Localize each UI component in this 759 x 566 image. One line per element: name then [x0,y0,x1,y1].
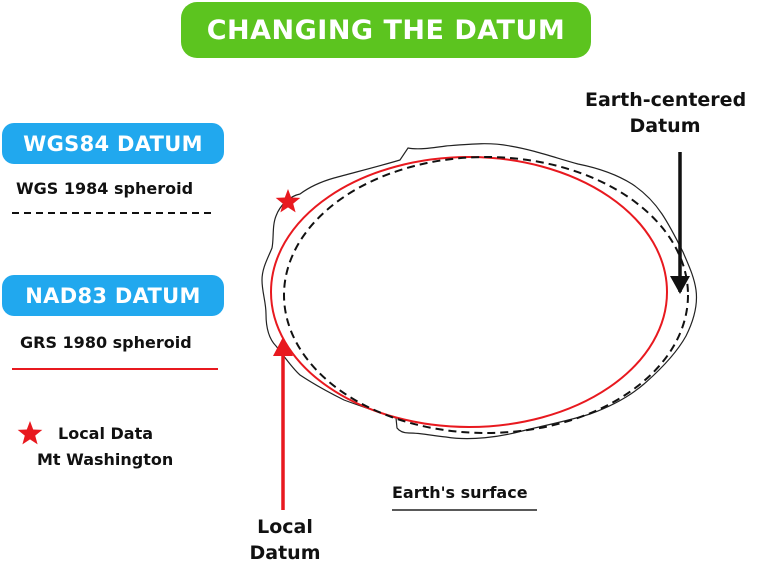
wgs84-spheroid-label: WGS 1984 spheroid [16,179,194,198]
mt-washington-label: Mt Washington [37,450,174,469]
wgs84-datum-badge: WGS84 DATUM [2,123,224,164]
star-icon [17,421,43,445]
grs1980-ellipse [270,156,668,428]
local-datum-arrow-head [273,337,293,356]
earth-centered-datum-callout: Earth-centered Datum [585,87,747,139]
wgs84-ellipse [283,156,689,434]
local-datum-callout: Local Datum [225,514,345,566]
nad83-spheroid-label: GRS 1980 spheroid [20,333,192,352]
local-data-label: Local Data [58,424,154,443]
earth-surface-outline [261,143,698,440]
earth-centered-line1: Earth-centered [585,89,747,111]
local-datum-line1: Local [257,516,313,538]
mt-washington-star-icon [275,189,301,213]
earth-centered-arrow-head [670,276,690,294]
page-title: CHANGING THE DATUM [181,2,591,58]
local-datum-line2: Datum [249,542,321,564]
nad83-datum-badge: NAD83 DATUM [2,275,224,316]
earth-surface-label: Earth's surface [392,483,528,502]
earth-centered-line2: Datum [629,115,701,137]
